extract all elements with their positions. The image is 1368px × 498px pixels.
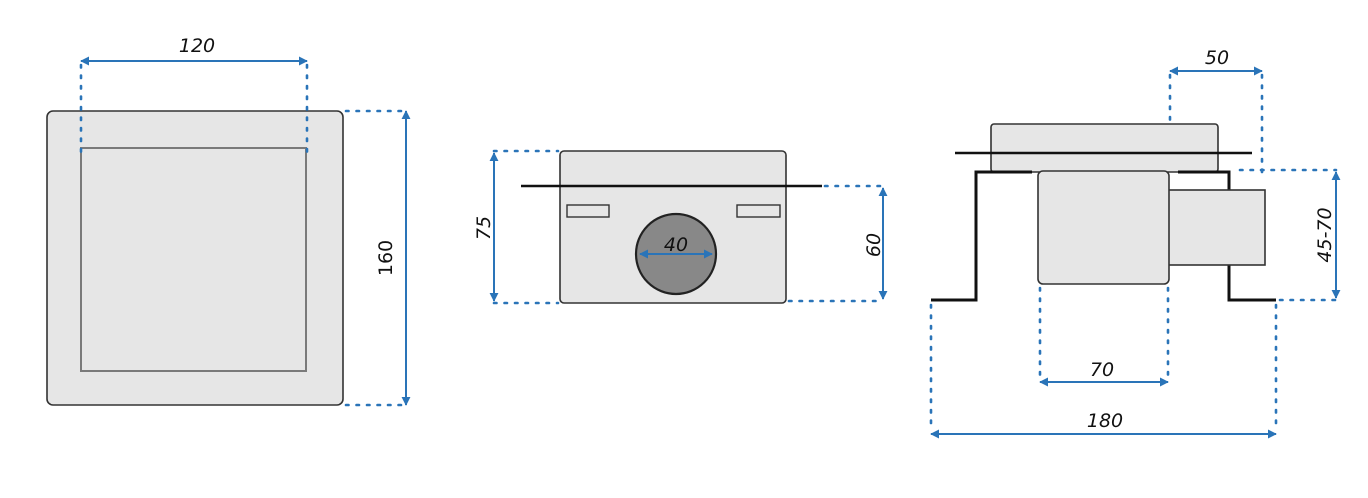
side-clip-right	[736, 204, 781, 218]
side-clip-left	[566, 204, 610, 218]
side-total-height-label: 75	[473, 216, 495, 240]
install-depth-label: 45-70	[1314, 207, 1336, 262]
side-body-height-label: 60	[863, 233, 885, 257]
install-outlet-pipe	[1167, 189, 1266, 266]
install-top-label: 50	[1205, 47, 1229, 69]
install-overall-label: 180	[1087, 410, 1123, 432]
outlet-label: 40	[664, 234, 688, 256]
front-height-label: 160	[375, 240, 397, 276]
install-view: 50 45-70 70 180	[929, 47, 1341, 439]
front-cover-plate	[46, 110, 344, 406]
front-view: 120 160	[46, 35, 411, 407]
side-view: 40 75 60	[473, 149, 888, 305]
install-bracket-left	[931, 170, 1032, 302]
install-drain-body	[1037, 170, 1170, 285]
install-inner-label: 70	[1090, 359, 1114, 381]
install-cover-plate	[990, 123, 1219, 173]
front-grate-inset	[80, 147, 307, 372]
front-width-label: 120	[179, 35, 215, 57]
